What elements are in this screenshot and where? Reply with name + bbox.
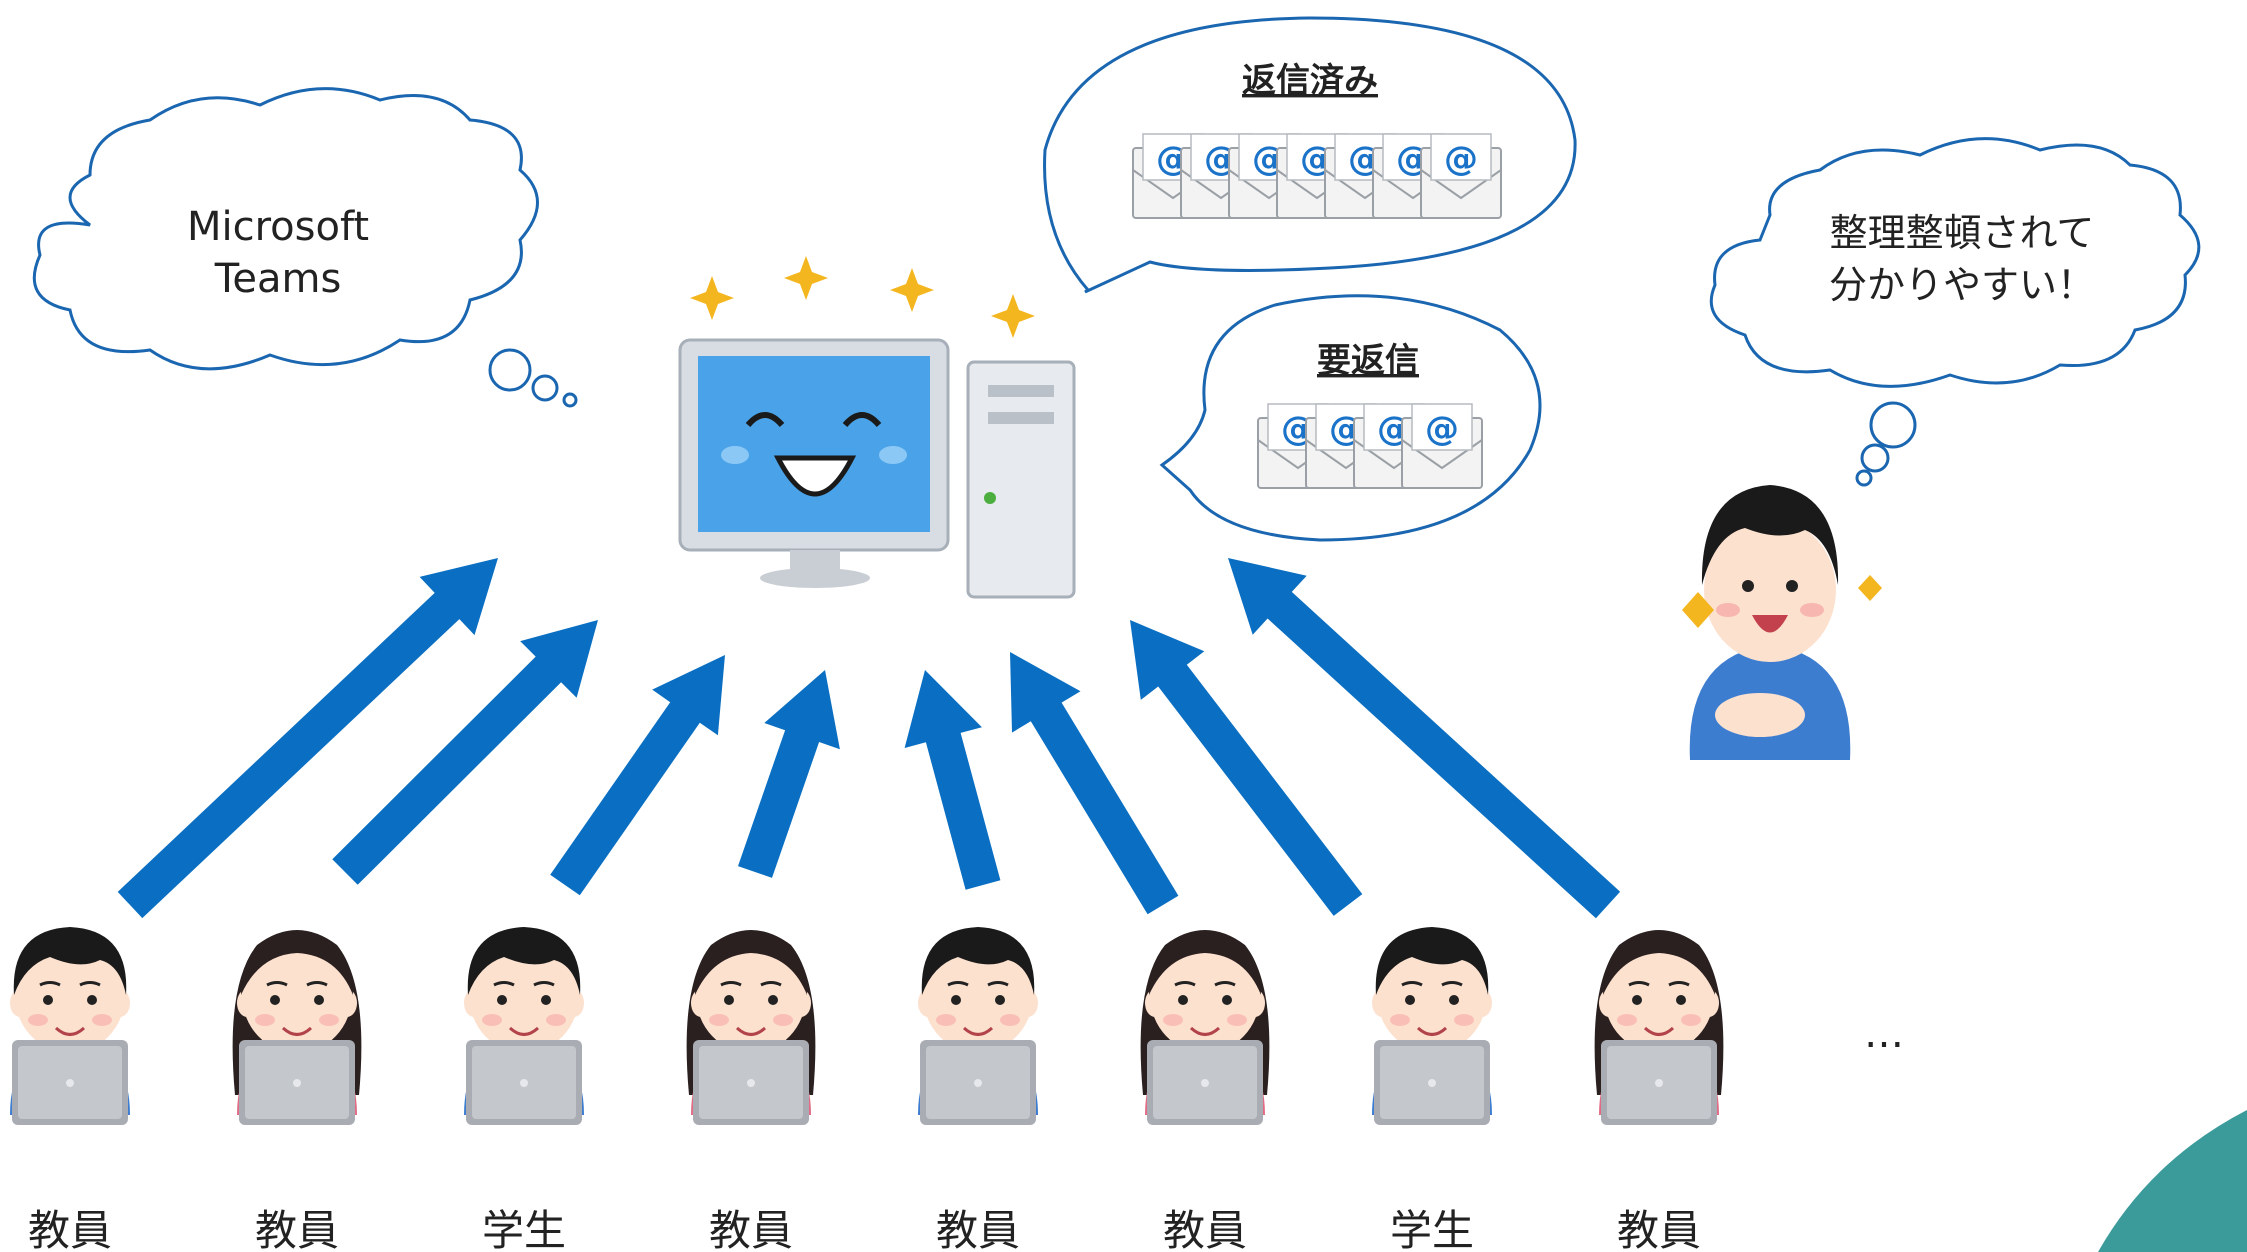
- people-row: 教員 教員 学生 教員 教員 教員 学生 教員: [10, 927, 1723, 1252]
- thought-left-line2: Teams: [214, 256, 342, 302]
- person-label: 教員: [28, 1206, 112, 1252]
- up-arrow-icon: [117, 558, 498, 919]
- up-arrow-icon: [1228, 558, 1621, 919]
- person-label: 学生: [1390, 1206, 1474, 1252]
- sparkle-star-icon: [991, 294, 1035, 338]
- pending-envelope-stack: @@@@: [1257, 403, 1483, 489]
- person-label: 教員: [255, 1206, 339, 1252]
- sparkle-star-icon: [784, 256, 828, 300]
- up-arrow-icon: [1130, 620, 1363, 916]
- up-arrow-icon: [550, 655, 725, 896]
- smiling-computer-icon: [678, 338, 1076, 599]
- sparkle-star-icon: [690, 276, 734, 320]
- bubble-pending: 要返信 @@@@: [1159, 294, 1542, 542]
- corner-decoration: [2098, 1110, 2247, 1252]
- more-people-ellipsis: …: [1864, 1011, 1904, 1057]
- sparkle-star-icon: [890, 268, 934, 312]
- envelope-icon: @: [1401, 403, 1483, 489]
- up-arrow-icon: [332, 620, 598, 885]
- person-label: 教員: [1617, 1206, 1701, 1252]
- person-woman-icon: [1141, 930, 1270, 1125]
- arrow-group: [117, 558, 1621, 919]
- up-arrow-icon: [1010, 652, 1179, 915]
- person-man-icon: [464, 927, 584, 1125]
- person-man-icon: [1372, 927, 1492, 1125]
- thought-right-line1: 整理整頓されて: [1830, 211, 2095, 255]
- bubble-replied-title: 返信済み: [1242, 61, 1378, 101]
- thought-cloud-left: Microsoft Teams: [32, 87, 578, 408]
- envelope-icon: @: [1420, 133, 1502, 219]
- person-label: 教員: [1163, 1206, 1247, 1252]
- replied-envelope-symbol: @: [1444, 139, 1478, 179]
- person-label: 学生: [482, 1206, 566, 1252]
- person-woman-icon: [687, 930, 816, 1125]
- bubble-pending-title: 要返信: [1317, 341, 1419, 381]
- person-man-icon: [10, 927, 130, 1125]
- thought-left-line1: Microsoft: [187, 204, 369, 250]
- pending-envelope-symbol: @: [1425, 409, 1459, 449]
- sparkle-stars: [690, 256, 1035, 338]
- replied-envelope-stack: @@@@@@@: [1132, 133, 1502, 219]
- person-woman-icon: [1595, 930, 1724, 1125]
- person-man-icon: [918, 927, 1038, 1125]
- up-arrow-icon: [738, 670, 840, 878]
- person-woman-icon: [233, 930, 362, 1125]
- person-label: 教員: [709, 1206, 793, 1252]
- person-label: 教員: [936, 1206, 1020, 1252]
- thought-right-line2: 分かりやすい！: [1829, 263, 2095, 307]
- thought-cloud-right: 整理整頓されて 分かりやすい！: [1709, 137, 2201, 487]
- happy-person-icon: [1682, 485, 1882, 760]
- bubble-replied: 返信済み @@@@@@@: [1043, 16, 1577, 294]
- up-arrow-icon: [904, 670, 1001, 890]
